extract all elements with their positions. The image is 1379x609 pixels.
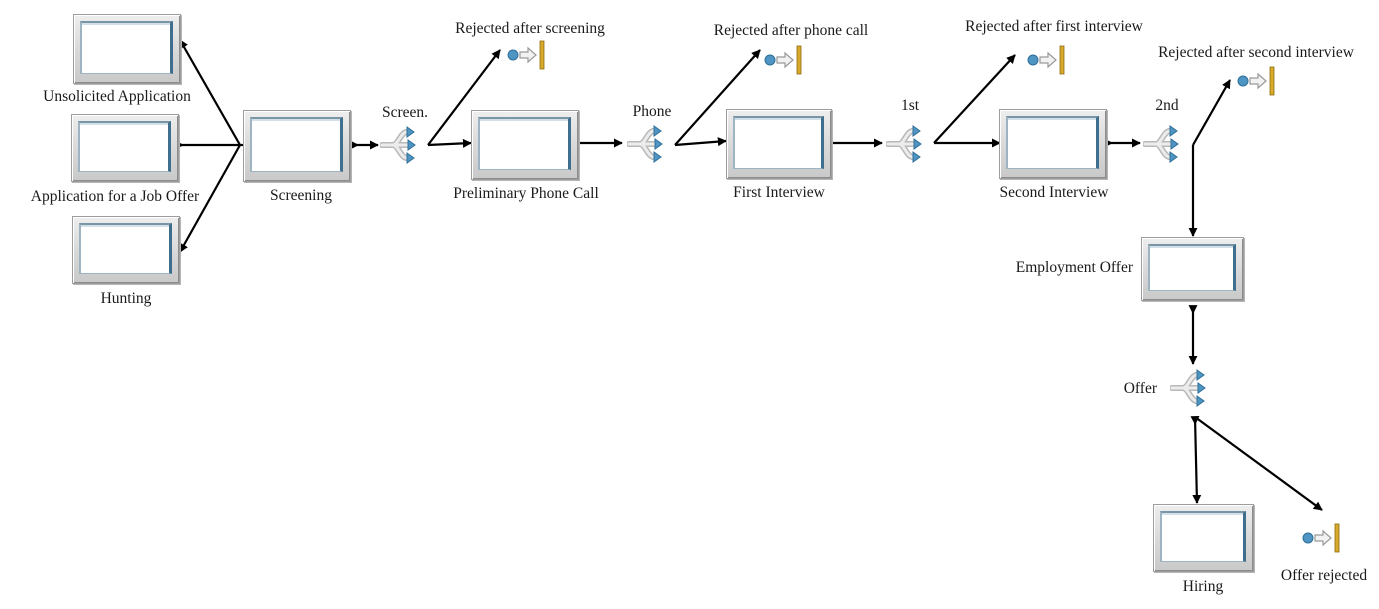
label-screening: Screening [270,187,332,204]
label-gateway-screen: Screen. [381,104,429,121]
gateway-second[interactable] [1143,123,1185,165]
task-first-interview[interactable] [726,109,832,179]
task-screening[interactable] [243,110,351,182]
task-box-icon [80,21,173,74]
end-rejected-after-first-interview[interactable] [1025,45,1067,75]
task-hunting[interactable] [72,216,180,284]
edge-phone-to-rejected [674,49,761,146]
gateway-split-icon [1170,369,1206,407]
task-box-icon [79,223,172,274]
label-first-interview: First Interview [733,184,825,201]
label-gateway-offer: Offer [1123,380,1157,397]
gateway-split-icon [380,126,416,164]
edge-junction-to-hunting [179,144,241,253]
task-box-icon [250,117,343,172]
gateway-offer[interactable] [1170,367,1212,409]
task-employment-offer[interactable] [1141,237,1244,301]
label-gateway-second: 2nd [1155,97,1179,114]
gateway-split-icon [1143,125,1179,163]
end-event-icon [1237,66,1275,96]
gateway-phone[interactable] [627,123,669,165]
edge-first-gw-to-rejected [933,54,1016,144]
label-preliminary-phone-call: Preliminary Phone Call [453,185,599,202]
edge-second-gw-to-rejected [1192,79,1231,146]
label-hunting: Hunting [100,290,152,307]
task-second-interview[interactable] [999,109,1107,179]
label-gateway-first: 1st [900,97,920,114]
end-event-icon [1302,523,1340,553]
label-hiring: Hiring [1182,578,1224,595]
label-gateway-phone: Phone [632,103,672,120]
label-offer-rejected: Offer rejected [1280,567,1368,584]
label-employment-offer: Employment Offer [1015,259,1133,276]
end-rejected-after-screening[interactable] [505,40,547,70]
task-box-icon [1148,244,1236,291]
end-event-icon [1027,45,1065,75]
edge-phone-to-first [674,137,727,147]
end-event-icon [507,40,545,70]
edge-screen-to-rejected [427,49,501,146]
task-box-icon [78,121,171,172]
task-box-icon [1160,511,1246,562]
edge-screen-to-phone-call [427,138,472,148]
edge-junction-to-unsolicited [179,39,241,146]
label-second-interview: Second Interview [999,184,1109,201]
end-event-icon [764,45,802,75]
gateway-first[interactable] [886,123,928,165]
edge-offer-gw-to-rejected [1194,416,1323,511]
task-unsolicited-application[interactable] [73,14,181,84]
label-rejected-after-screening: Rejected after screening [455,20,605,37]
label-application-for-job-offer: Application for a Job Offer [30,188,200,205]
label-rejected-after-first-interview: Rejected after first interview [965,18,1143,35]
label-rejected-after-phone-call: Rejected after phone call [713,22,869,39]
task-preliminary-phone-call[interactable] [471,110,579,180]
label-rejected-after-second-interview: Rejected after second interview [1158,44,1354,61]
end-offer-rejected[interactable] [1300,523,1342,553]
task-application-for-job-offer[interactable] [71,114,179,182]
task-box-icon [733,116,824,169]
task-box-icon [478,117,571,170]
edge-offer-gw-to-hiring [1190,415,1202,504]
label-unsolicited-application: Unsolicited Application [43,88,191,105]
task-box-icon [1006,116,1099,169]
task-hiring[interactable] [1153,504,1254,572]
gateway-split-icon [627,125,663,163]
gateway-screen[interactable] [380,124,422,166]
gateway-split-icon [886,125,922,163]
end-rejected-after-phone-call[interactable] [762,45,804,75]
end-rejected-after-second-interview[interactable] [1235,66,1277,96]
